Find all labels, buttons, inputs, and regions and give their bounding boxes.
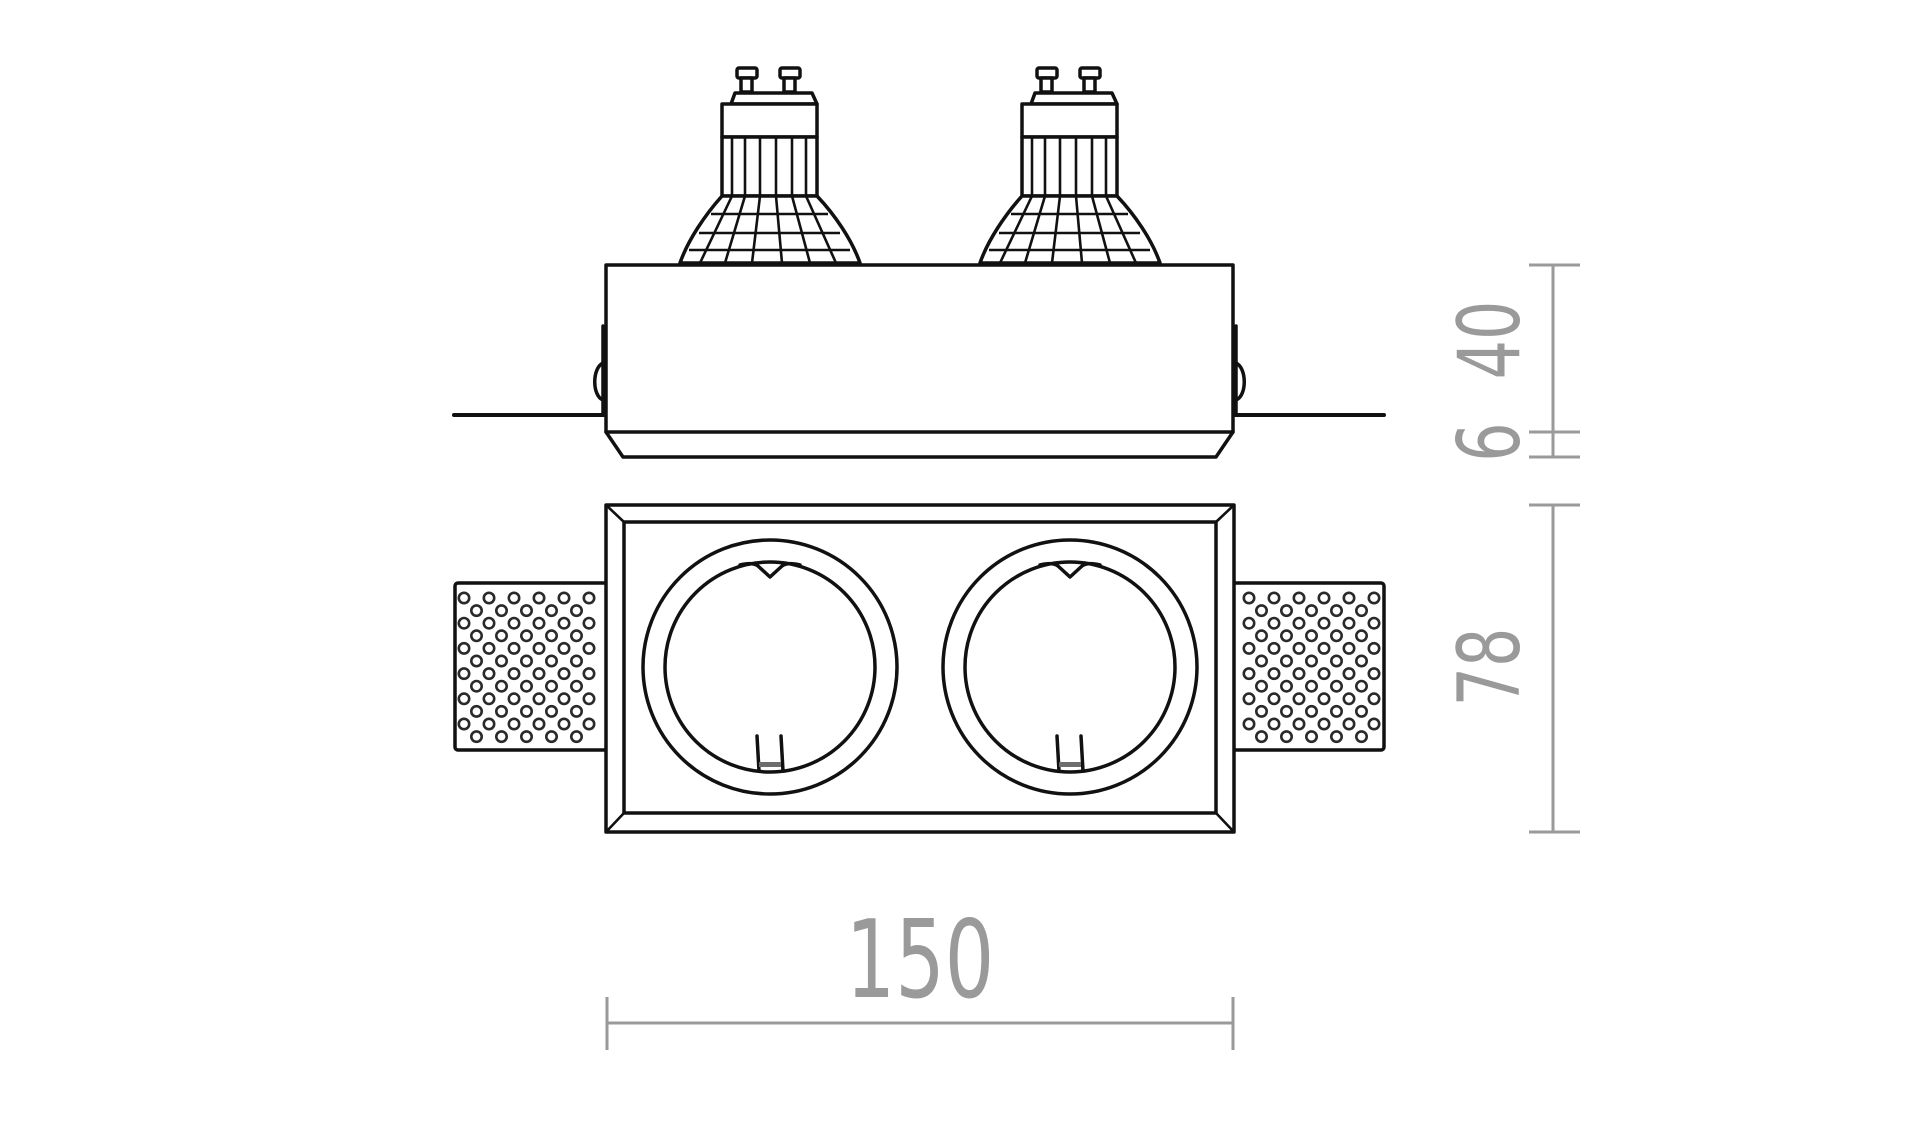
dimension-label-40: 40 bbox=[1439, 301, 1540, 380]
gu10-bulb-icon bbox=[678, 66, 862, 265]
front-view bbox=[453, 503, 1386, 834]
mounting-plate-right bbox=[1222, 581, 1386, 752]
dimension-label-78: 78 bbox=[1439, 628, 1540, 707]
gu10-bulb-icon bbox=[978, 66, 1162, 265]
mounting-plate-left bbox=[453, 581, 617, 752]
dimension-width: 150 bbox=[605, 898, 1235, 1050]
dimension-label-6: 6 bbox=[1439, 422, 1540, 461]
dimension-front-height: 78 bbox=[1439, 503, 1580, 834]
lamp-left bbox=[678, 66, 862, 265]
housing-side bbox=[593, 263, 1246, 459]
dimension-body-height: 40 6 bbox=[1439, 263, 1580, 462]
side-view bbox=[452, 66, 1386, 459]
trim-frame bbox=[604, 503, 1236, 834]
dimension-label-150: 150 bbox=[846, 898, 994, 1023]
lamp-right bbox=[978, 66, 1162, 265]
